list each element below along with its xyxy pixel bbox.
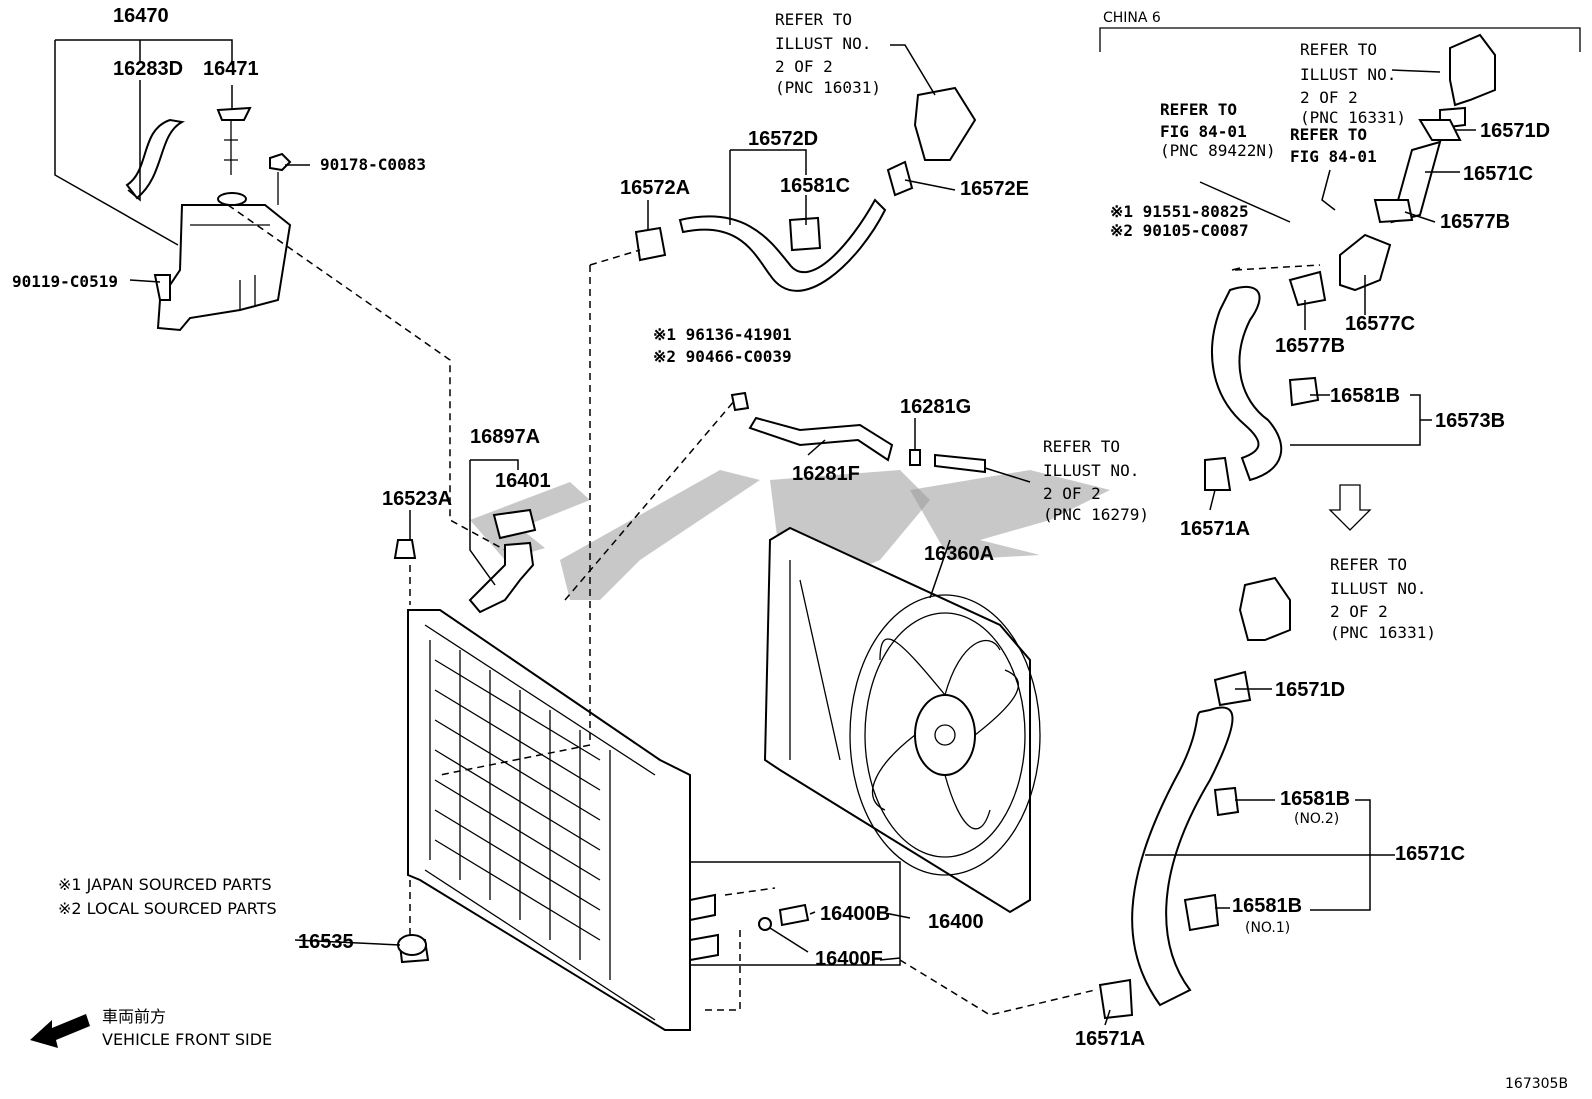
refer-16031-line2: ILLUST NO. — [775, 34, 871, 53]
label-16281G: 16281G — [900, 396, 971, 418]
refer-89422N-line3: (PNC 89422N) — [1160, 141, 1276, 160]
label-16400F: 16400F — [815, 948, 883, 970]
front-side-jp: 車両前方 — [102, 1007, 166, 1026]
label-16572A: 16572A — [620, 177, 690, 199]
refer-89422N-line2: FIG 84-01 — [1160, 122, 1247, 141]
upper-hose — [634, 86, 977, 292]
label-91551-80825: ※1 91551-80825 — [1110, 202, 1249, 221]
label-16581B-no2: 16581B — [1280, 788, 1350, 810]
label-16897A: 16897A — [470, 426, 540, 448]
refer-fig8401-line1: REFER TO — [1290, 125, 1367, 144]
label-16400B: 16400B — [820, 903, 890, 925]
label-16581C: 16581C — [780, 175, 850, 197]
code-labels: ※1 96136-41901 ※2 90466-C0039 ※1 91551-8… — [653, 202, 1249, 366]
label-16401: 16401 — [495, 470, 551, 492]
label-16360A: 16360A — [924, 543, 994, 565]
label-16471: 16471 — [203, 58, 259, 80]
label-90178-C0083: 90178-C0083 — [320, 155, 426, 174]
label-16572E: 16572E — [960, 178, 1029, 200]
refer-16279-line4: (PNC 16279) — [1043, 505, 1149, 524]
label-16523A: 16523A — [382, 488, 452, 510]
radiator-filler — [393, 508, 537, 614]
refer-16331-top-line1: REFER TO — [1300, 40, 1377, 59]
label-16571A-top: 16571A — [1180, 518, 1250, 540]
label-16572D: 16572D — [748, 128, 818, 150]
refer-89422N-line1: REFER TO — [1160, 100, 1237, 119]
connection-lines — [227, 204, 1321, 1016]
refer-16279-line3: 2 OF 2 — [1043, 484, 1101, 503]
china6-label: CHINA 6 — [1103, 10, 1161, 26]
label-16571C-top: 16571C — [1463, 163, 1533, 185]
label-16571A-bottom: 16571A — [1075, 1028, 1145, 1050]
note-local-sourced: ※2 LOCAL SOURCED PARTS — [58, 899, 277, 918]
refer-16031-line4: (PNC 16031) — [775, 78, 881, 97]
label-16581B-top: 16581B — [1330, 385, 1400, 407]
refer-16331-top-line2: ILLUST NO. — [1300, 65, 1396, 84]
fan-shroud — [763, 526, 1041, 914]
note-japan-sourced: ※1 JAPAN SOURCED PARTS — [58, 875, 272, 894]
refer-fig8401-line2: FIG 84-01 — [1290, 147, 1377, 166]
refer-16331-bottom-line2: ILLUST NO. — [1330, 579, 1426, 598]
label-16577B-right: 16577B — [1440, 211, 1510, 233]
refer-16279-line1: REFER TO — [1043, 437, 1120, 456]
label-16283D: 16283D — [113, 58, 183, 80]
label-16571C-bottom: 16571C — [1395, 843, 1465, 865]
refer-16331-bottom-line3: 2 OF 2 — [1330, 602, 1388, 621]
leader-lines — [54, 39, 1476, 1026]
refer-16279-line2: ILLUST NO. — [1043, 461, 1139, 480]
refer-16331-top-line4: (PNC 16331) — [1300, 108, 1406, 127]
refer-notes: REFER TO ILLUST NO. 2 OF 2 (PNC 16031) R… — [775, 10, 1436, 642]
reservoir-tank — [125, 106, 292, 332]
label-90466-C0039: ※2 90466-C0039 — [653, 347, 792, 366]
china6-hoses — [1098, 33, 1496, 1020]
front-side-en: VEHICLE FRONT SIDE — [102, 1030, 272, 1049]
label-16581B-no1: 16581B — [1232, 895, 1302, 917]
label-16573B: 16573B — [1435, 410, 1505, 432]
bypass-hose — [730, 391, 986, 474]
refer-16331-top-line3: 2 OF 2 — [1300, 88, 1358, 107]
refer-16031-line3: 2 OF 2 — [775, 57, 833, 76]
radiator — [397, 609, 810, 1031]
label-16571D-bottom: 16571D — [1275, 679, 1345, 701]
refer-16331-bottom-line1: REFER TO — [1330, 555, 1407, 574]
label-96136-41901: ※1 96136-41901 — [653, 325, 792, 344]
label-16577C: 16577C — [1345, 313, 1415, 335]
label-no1: (NO.1) — [1245, 920, 1290, 936]
label-90105-C0087: ※2 90105-C0087 — [1110, 221, 1249, 240]
label-16535: 16535 — [298, 931, 354, 953]
refer-16331-bottom-line4: (PNC 16331) — [1330, 623, 1436, 642]
china6-bracket — [1099, 27, 1581, 52]
general-notes: CHINA 6 ※1 JAPAN SOURCED PARTS ※2 LOCAL … — [58, 10, 1568, 1092]
refer-16031-line1: REFER TO — [775, 10, 852, 29]
figure-id: 167305B — [1505, 1076, 1568, 1092]
label-90119-C0519: 90119-C0519 — [12, 272, 118, 291]
label-no2: (NO.2) — [1294, 811, 1339, 827]
label-16571D-top: 16571D — [1480, 120, 1550, 142]
label-16400: 16400 — [928, 911, 984, 933]
front-arrow-icon — [30, 1014, 90, 1048]
label-16577B-left: 16577B — [1275, 335, 1345, 357]
part-labels: 16470 16283D 16471 90178-C0083 90119-C05… — [12, 5, 1550, 1050]
label-16470: 16470 — [113, 5, 169, 27]
label-16281F: 16281F — [792, 463, 860, 485]
